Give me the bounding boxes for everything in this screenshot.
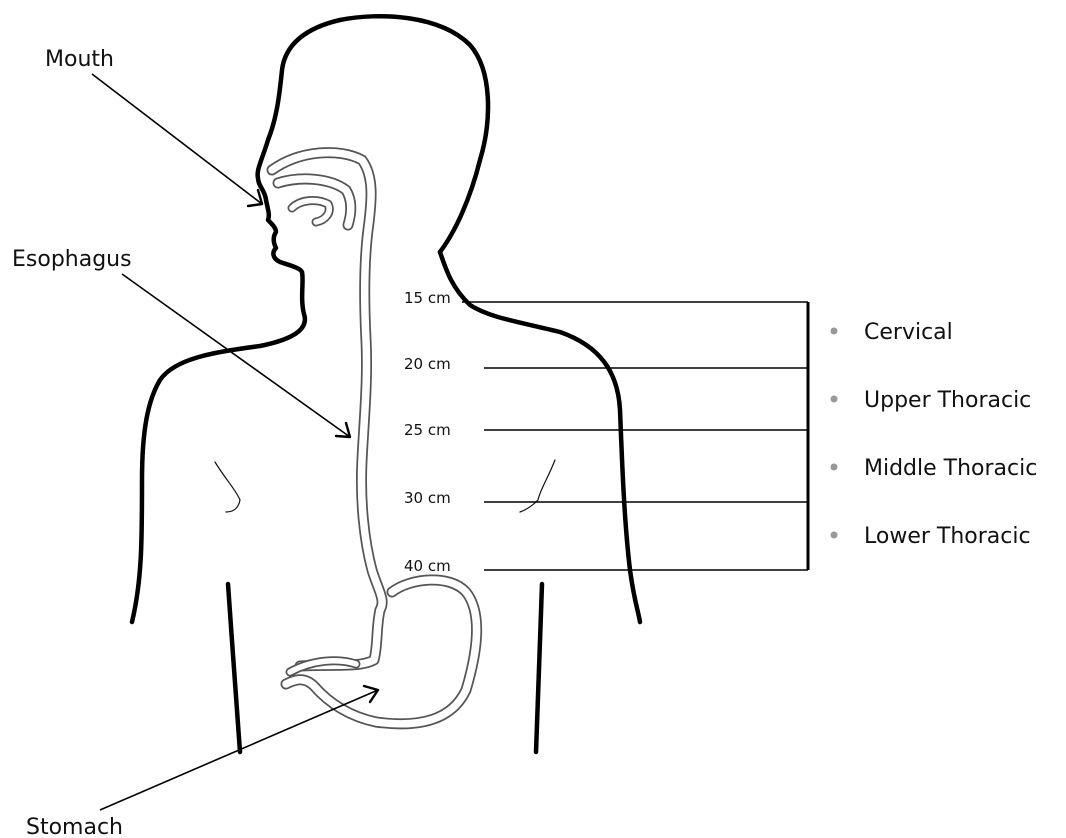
segment-bullet <box>831 464 838 471</box>
segment-list: Cervical Upper Thoracic Middle Thoracic … <box>831 320 1038 549</box>
left-chest-contour <box>215 462 240 512</box>
segment-cervical: Cervical <box>864 320 953 345</box>
segment-lower-thoracic: Lower Thoracic <box>864 524 1031 549</box>
depth-marker-30cm: 30 cm <box>404 489 451 507</box>
mouth-label: Mouth <box>45 47 114 72</box>
segment-bullet <box>831 328 838 335</box>
depth-marker-20cm: 20 cm <box>404 355 451 373</box>
mouth-pointer <box>92 74 262 204</box>
esophagus-pointer <box>122 274 350 437</box>
anatomy-labels: Mouth Esophagus Stomach <box>12 47 378 838</box>
stomach-arrowhead <box>364 686 378 702</box>
depth-markers: 15 cm 20 cm 25 cm 30 cm 40 cm <box>404 289 808 575</box>
right-chest-contour <box>520 460 555 512</box>
segment-bullet <box>831 532 838 539</box>
body-silhouette <box>132 16 640 752</box>
neck-right-shoulder <box>440 252 640 622</box>
segment-bullet <box>831 396 838 403</box>
depth-marker-25cm: 25 cm <box>404 421 451 439</box>
segment-upper-thoracic: Upper Thoracic <box>864 388 1031 413</box>
depth-marker-40cm: 40 cm <box>404 557 451 575</box>
segment-middle-thoracic: Middle Thoracic <box>864 456 1037 481</box>
depth-marker-15cm: 15 cm <box>404 289 451 307</box>
esophagus-label: Esophagus <box>12 247 132 272</box>
right-arm-line <box>536 584 542 752</box>
stomach-label: Stomach <box>26 815 123 838</box>
left-arm-line <box>228 584 240 752</box>
